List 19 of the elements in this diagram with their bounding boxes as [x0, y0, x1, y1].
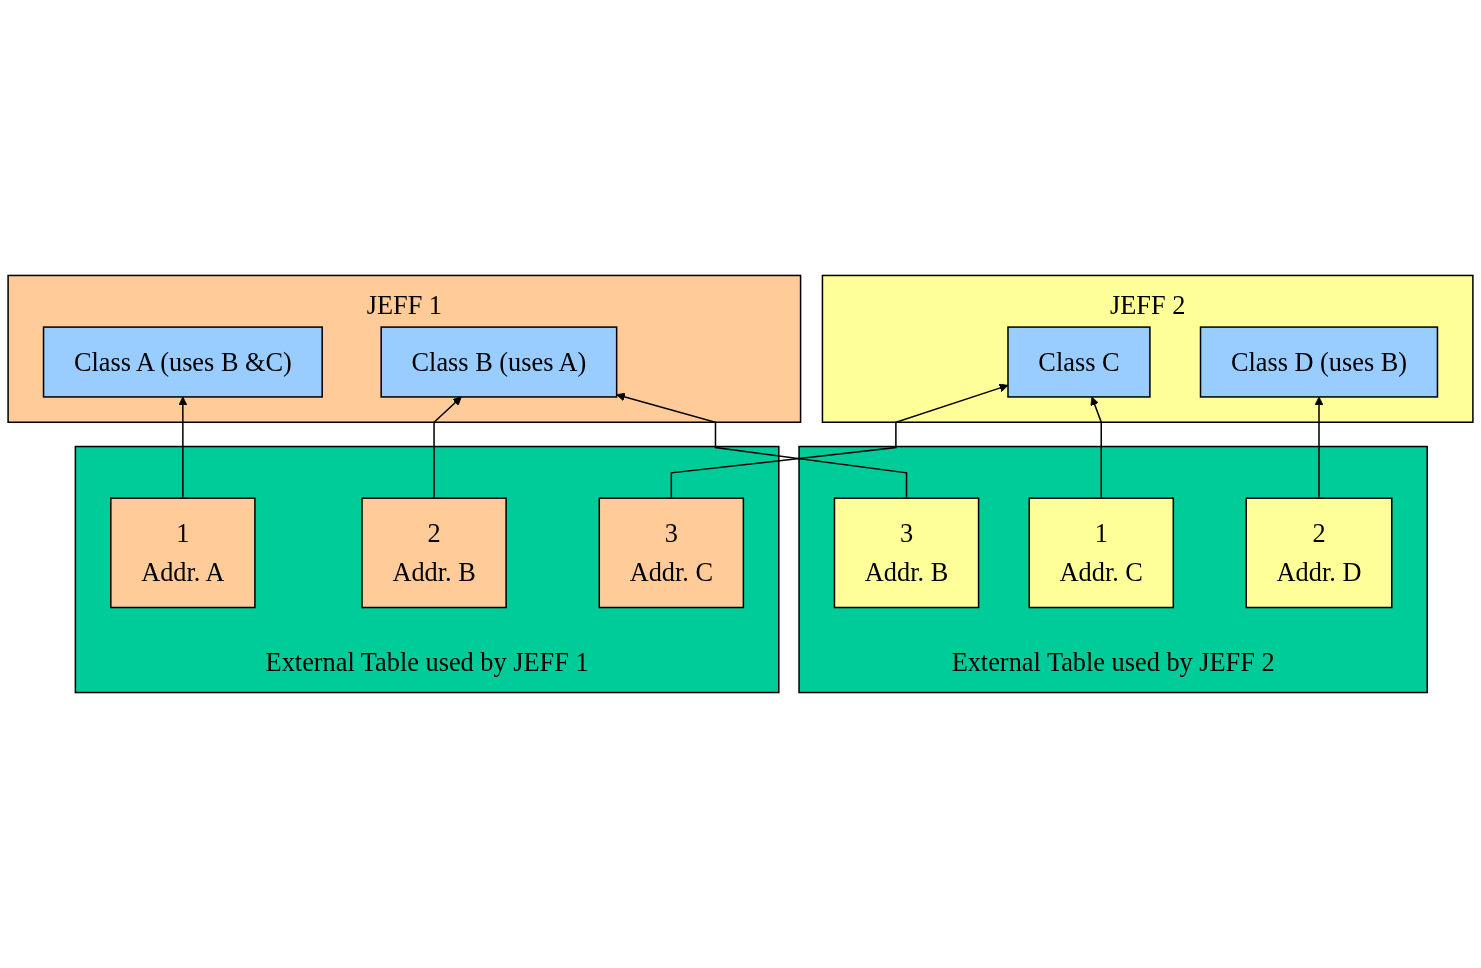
- node-box: [1007, 326, 1151, 398]
- node-box: [380, 326, 618, 398]
- node-box: [361, 497, 507, 609]
- node-box: [1028, 497, 1175, 609]
- node-box: [598, 497, 745, 609]
- cluster: [798, 445, 1428, 694]
- node-box: [110, 497, 256, 609]
- cluster: [821, 274, 1474, 423]
- arrow: [616, 392, 908, 499]
- cluster: [74, 445, 780, 694]
- cluster: [7, 274, 802, 423]
- node-box: [1245, 497, 1393, 609]
- arrow: [178, 396, 188, 499]
- arrow: [1314, 396, 1324, 499]
- arrow: [433, 396, 462, 499]
- node-box: [42, 326, 323, 398]
- arrow: [1090, 396, 1102, 499]
- node-box: [833, 497, 980, 609]
- node-box: [1199, 326, 1439, 398]
